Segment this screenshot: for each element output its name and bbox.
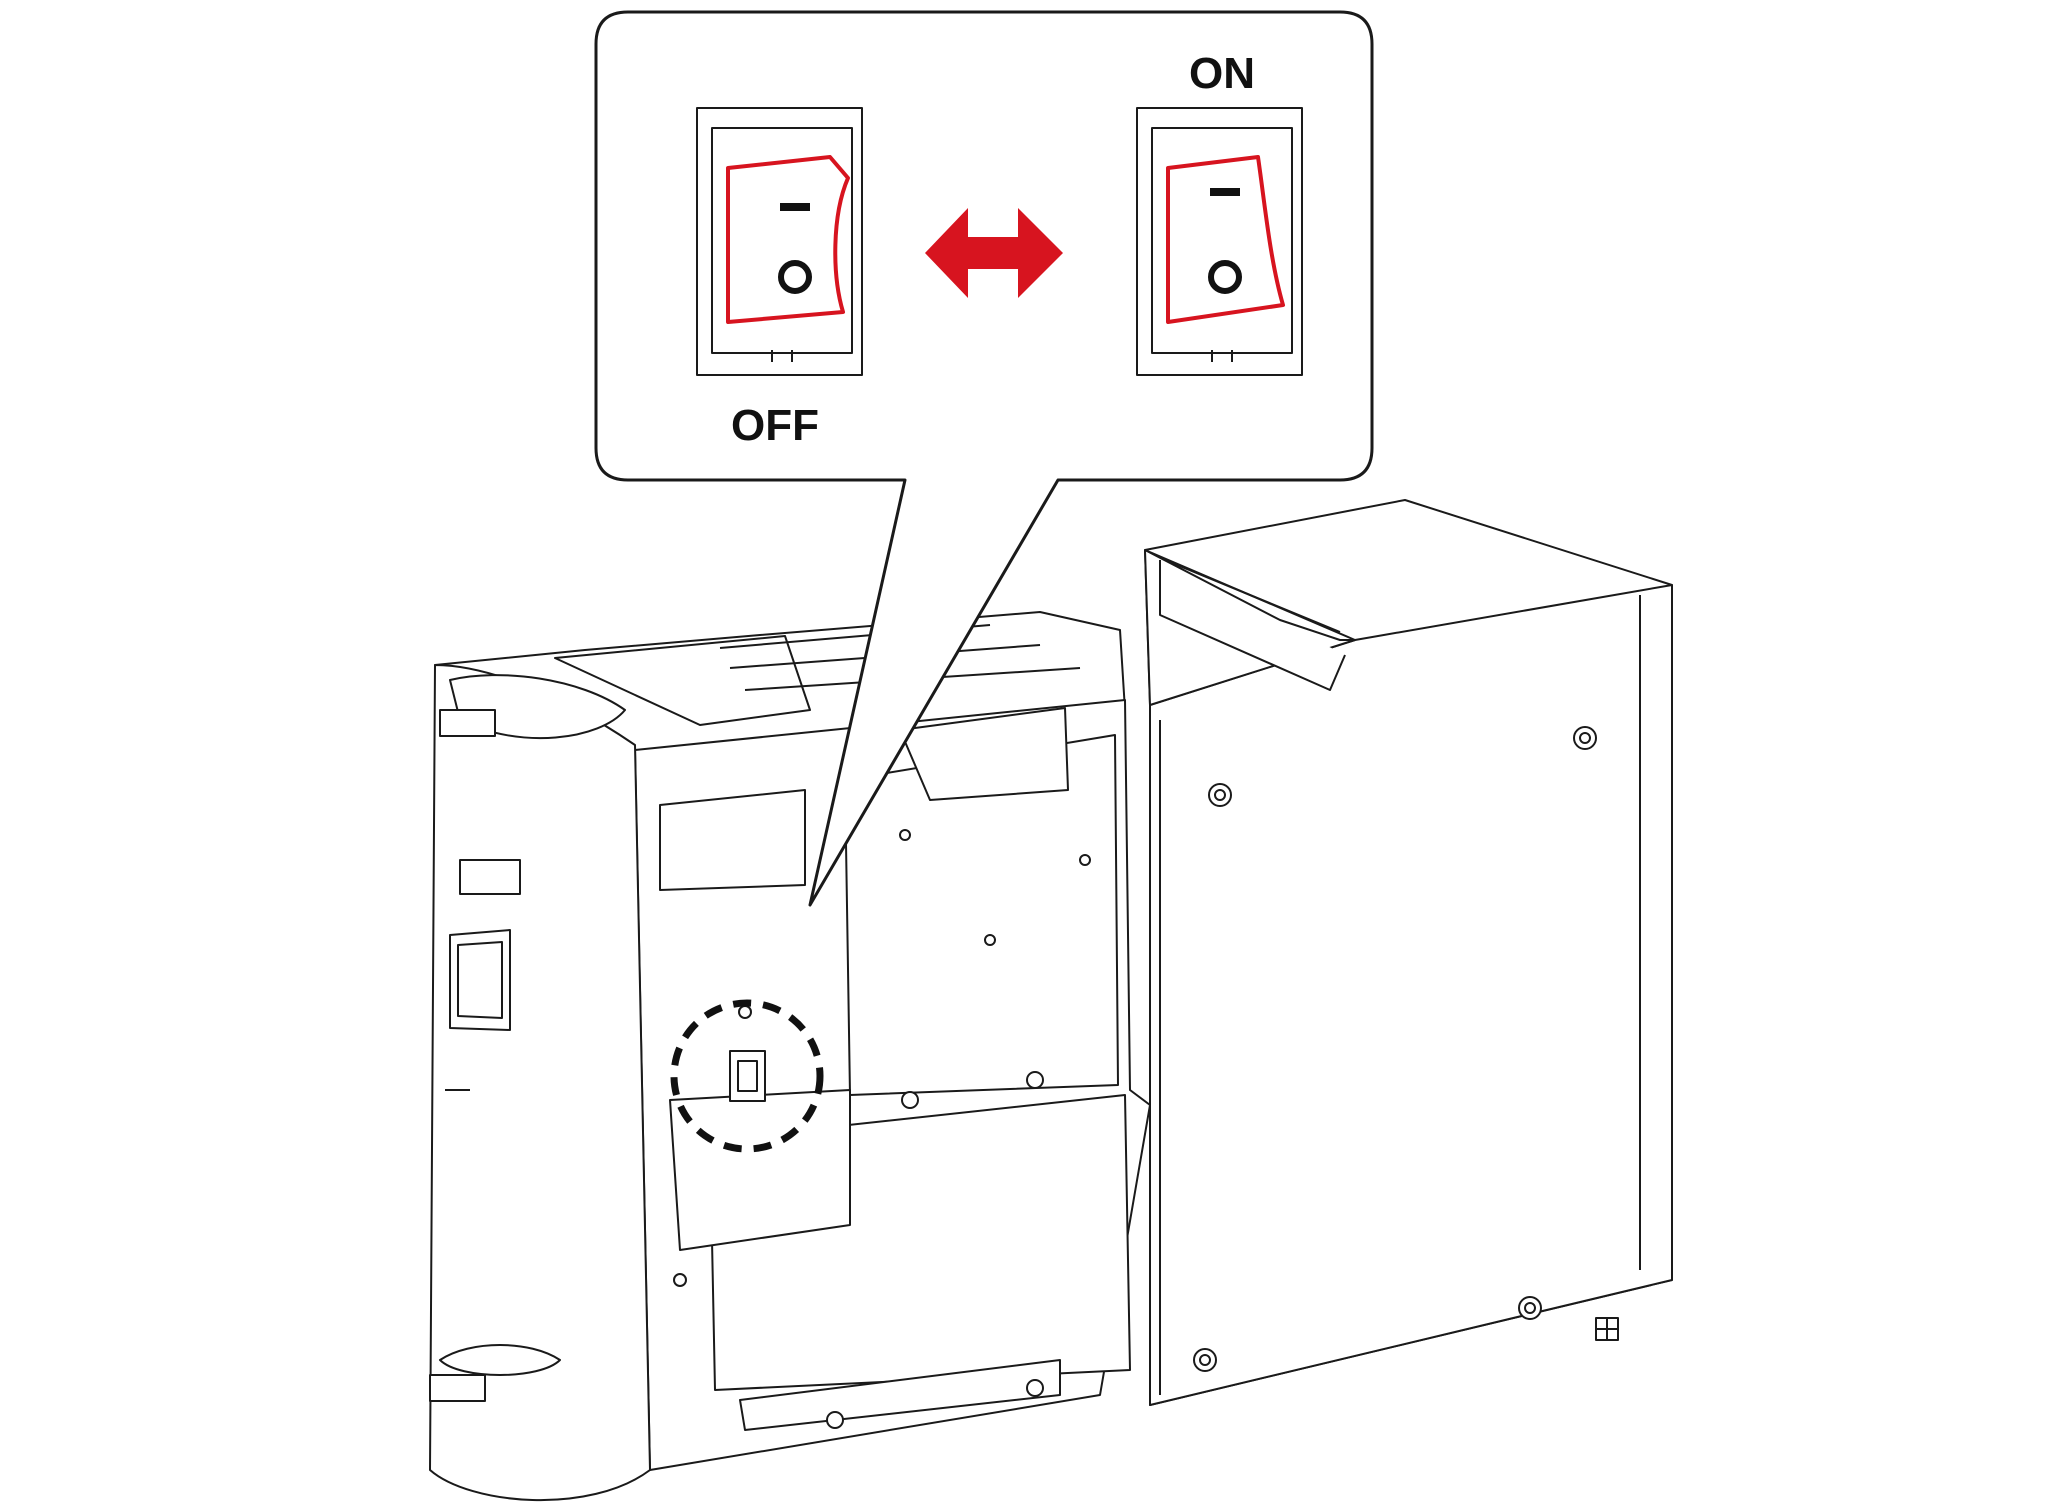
access-recess [899, 707, 1069, 801]
screw-icon [1026, 1379, 1044, 1397]
outlet-label [429, 1374, 486, 1402]
screw-icon [1214, 789, 1226, 801]
circle-mark-icon [778, 260, 812, 294]
bottom-rail [739, 1359, 1061, 1431]
screw-icon [826, 1411, 844, 1429]
hole-icon [673, 1273, 687, 1287]
upper-left-panel [659, 789, 806, 891]
circle-mark-icon [1208, 260, 1242, 294]
brand-label [459, 859, 521, 895]
display-screen [457, 941, 503, 1019]
switch-highlight-circle [670, 999, 824, 1153]
hole-icon [899, 829, 911, 841]
cassette-top-recess [1159, 560, 1346, 691]
body-top-slot [554, 635, 811, 726]
off-label: OFF [731, 401, 819, 450]
switch-on [1136, 107, 1303, 376]
cassette-side-face [1149, 584, 1673, 1406]
switch-mount-plate [669, 1089, 851, 1251]
hole-icon [1079, 854, 1091, 866]
double-arrow-icon [925, 208, 1063, 298]
cassette-top-inner-edge [1164, 559, 1341, 633]
hole-icon [738, 1005, 752, 1019]
on-label: ON [1189, 49, 1255, 98]
line-mark-icon [780, 203, 810, 211]
screw-icon [1026, 1071, 1044, 1089]
coin-outlet-icon [439, 1344, 561, 1376]
switch-off [696, 107, 863, 376]
front-cover [429, 664, 651, 1501]
hole-icon [984, 934, 996, 946]
inlet-label [439, 709, 496, 737]
line-mark-icon [1210, 188, 1240, 196]
right-cassette-unit [1144, 499, 1673, 1406]
power-switch-rocker [737, 1060, 758, 1092]
screw-icon [1579, 732, 1591, 744]
screw-icon [1524, 1302, 1536, 1314]
switch-on-rocker [1166, 155, 1285, 324]
screw-icon [1199, 1354, 1211, 1366]
screw-icon [901, 1091, 919, 1109]
switch-off-rocker [726, 155, 850, 324]
